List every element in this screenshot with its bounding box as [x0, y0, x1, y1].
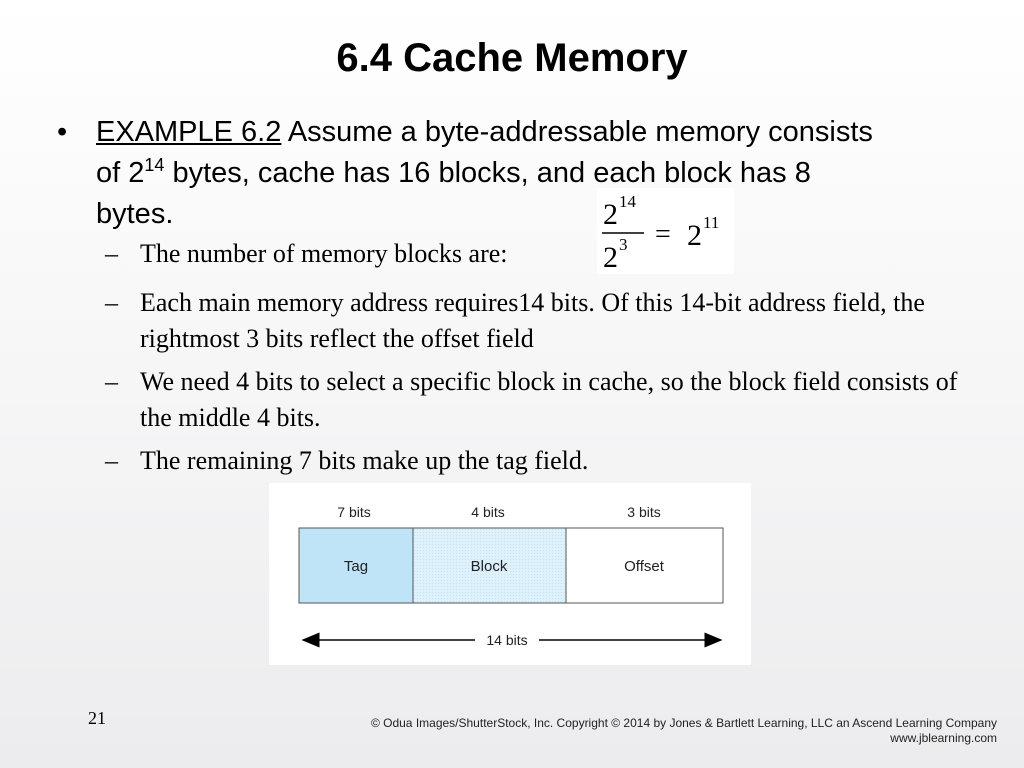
result-exponent: 11 — [703, 213, 719, 232]
sub-item-memory-blocks: – The number of memory blocks are: — [105, 236, 975, 272]
bullet-exponent: 14 — [144, 155, 165, 175]
denominator-base: 2 — [603, 241, 618, 274]
copyright-notice: © Odua Images/ShutterStock, Inc. Copyrig… — [371, 716, 997, 746]
result-base: 2 — [687, 219, 702, 252]
bullet-marker: • — [57, 116, 68, 148]
sub-item-text: The number of memory blocks are: — [140, 239, 508, 268]
tag-field — [298, 527, 414, 604]
sub-item-dash: – — [105, 239, 118, 268]
numerator-base: 2 — [603, 198, 618, 231]
address-format-diagram: 7 bits 4 bits 3 bits Tag Block Offset 14… — [269, 483, 751, 665]
block-bits-label: 4 bits — [471, 504, 504, 520]
sub-item-text: We need 4 bits to select a specific bloc… — [140, 367, 958, 432]
slide-title: 6.4 Cache Memory — [336, 36, 688, 80]
equation-image: 2 14 2 3 = 2 11 — [597, 188, 734, 274]
sub-item-dash: – — [105, 367, 118, 396]
denominator-exponent: 3 — [619, 235, 628, 254]
copyright-line: © Odua Images/ShutterStock, Inc. Copyrig… — [370, 716, 997, 730]
sub-item-text: Each main memory address requires14 bits… — [140, 288, 925, 353]
offset-field — [565, 527, 724, 604]
sub-item-address-bits: – Each main memory address requires14 bi… — [105, 285, 975, 357]
sub-item-block-bits: – We need 4 bits to select a specific bl… — [105, 364, 975, 436]
block-field — [412, 527, 567, 604]
offset-bits-label: 3 bits — [627, 504, 660, 520]
numerator-exponent: 14 — [619, 192, 637, 211]
bullet-text-part1: Assume a byte-addressable memory consist… — [96, 116, 873, 189]
bullet-text: EXAMPLE 6.2 Assume a byte-addressable me… — [96, 112, 896, 235]
address-format-svg: 7 bits 4 bits 3 bits Tag Block Offset 14… — [298, 504, 724, 648]
equals-sign: = — [655, 219, 671, 250]
sub-item-dash: – — [105, 288, 118, 317]
sub-item-tag-bits: – The remaining 7 bits make up the tag f… — [105, 443, 975, 479]
offset-field-label: Offset — [624, 558, 665, 575]
sub-item-dash: – — [105, 446, 118, 475]
sub-item-text: The remaining 7 bits make up the tag fie… — [140, 446, 589, 475]
block-field-label: Block — [471, 558, 508, 575]
tag-bits-label: 7 bits — [337, 504, 370, 520]
example-label: EXAMPLE 6.2 — [96, 116, 282, 148]
bullet-example: • EXAMPLE 6.2 Assume a byte-addressable … — [57, 112, 897, 235]
tag-field-label: Tag — [344, 558, 368, 575]
equation-svg: 2 14 2 3 = 2 11 — [602, 192, 719, 274]
page-number: 21 — [88, 708, 106, 728]
publisher-url: www.jblearning.com — [890, 731, 997, 745]
total-bits-label: 14 bits — [486, 632, 527, 648]
bullet-text-part2: bytes, cache has 16 blocks, and each blo… — [96, 157, 811, 230]
